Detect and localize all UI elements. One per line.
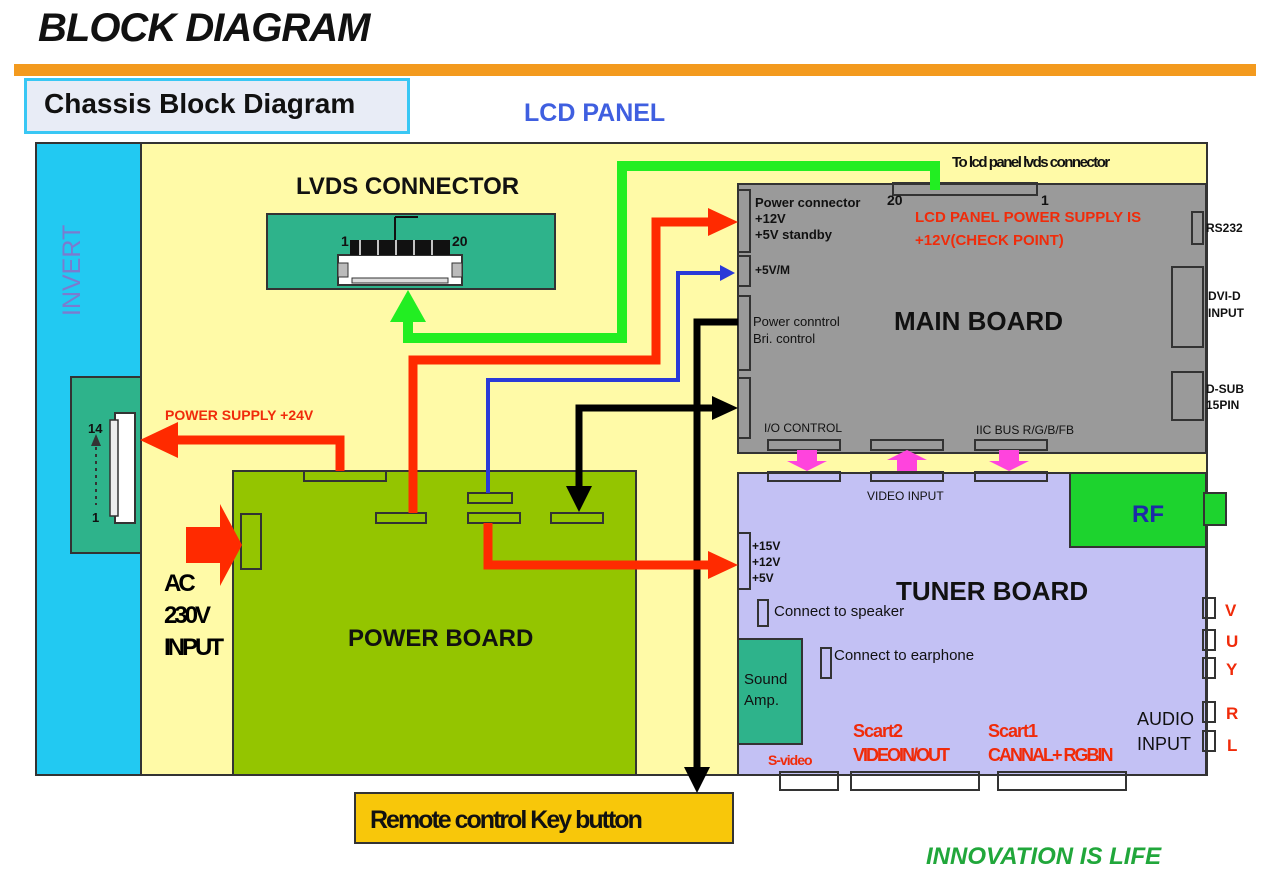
red-wire-24v bbox=[140, 422, 345, 471]
power-connector-label: Power connector bbox=[755, 195, 861, 210]
ac-input-line1: AC bbox=[164, 570, 196, 597]
tuner-15v-label: +15V bbox=[752, 539, 781, 553]
inverter-pin-1: 1 bbox=[92, 510, 100, 525]
side-r-label: R bbox=[1226, 704, 1239, 723]
main-board bbox=[737, 183, 1207, 454]
remote-key-box bbox=[354, 792, 734, 844]
main-pin-20: 20 bbox=[887, 192, 903, 208]
rs232-label: RS232 bbox=[1206, 221, 1243, 235]
lvds-connector-label: LVDS CONNECTOR bbox=[296, 173, 520, 200]
dvi-label-1: DVI-D bbox=[1208, 289, 1241, 303]
rf-module bbox=[1069, 472, 1207, 548]
page-title: BLOCK DIAGRAM bbox=[38, 6, 370, 50]
power-board-slots bbox=[240, 470, 604, 570]
side-l-label: L bbox=[1227, 736, 1238, 755]
sound-amp-label-1: Sound bbox=[744, 671, 788, 688]
scart1-label: Scart1 bbox=[988, 721, 1038, 741]
lvds-cable-note: To lcd panel lvds connector bbox=[952, 154, 1110, 171]
lvds-green-wire bbox=[390, 161, 940, 343]
tuner-12v-label: +12V bbox=[752, 555, 781, 569]
ac-input-line3: INPUT bbox=[164, 634, 224, 661]
lcd-supply-note-2: +12V(CHECK POINT) bbox=[915, 232, 1064, 249]
rf-label: RF bbox=[1132, 501, 1164, 528]
remote-key-label: Remote control Key button bbox=[370, 806, 643, 834]
main-5v-standby-label: +5V standby bbox=[755, 227, 832, 242]
dsub-label-2: 15PIN bbox=[1206, 398, 1240, 412]
ac-input-arrow bbox=[186, 504, 242, 586]
inverter-connector-pins bbox=[91, 412, 136, 524]
io-control-label: I/O CONTROL bbox=[764, 421, 843, 435]
video-input-label: VIDEO INPUT bbox=[867, 489, 944, 503]
scart2-desc: VIDEOIN/OUT bbox=[853, 745, 950, 765]
dvi-label-2: INPUT bbox=[1208, 306, 1244, 320]
main-5vm-label: +5V/M bbox=[755, 263, 791, 277]
side-v-label: V bbox=[1225, 601, 1237, 620]
sound-amp-label-2: Amp. bbox=[744, 692, 780, 709]
earphone-label: Connect to earphone bbox=[834, 647, 975, 664]
rf-connector bbox=[1203, 492, 1227, 526]
svideo-label: S-video bbox=[768, 752, 813, 768]
tuner-5v-label: +5V bbox=[752, 571, 774, 585]
side-u-label: U bbox=[1226, 632, 1239, 651]
lvds-connector-detail bbox=[337, 216, 463, 286]
power-control-label: Power conntrol bbox=[753, 314, 840, 329]
footer-slogan: INNOVATION IS LIFE bbox=[926, 843, 1162, 870]
black-wire-to-power bbox=[566, 396, 738, 512]
lcd-panel-label: LCD PANEL bbox=[524, 99, 666, 127]
bri-control-label: Bri. control bbox=[753, 331, 816, 346]
scart1-desc: CANNAL+ RGBIN bbox=[988, 745, 1114, 765]
scart2-label: Scart2 bbox=[853, 721, 903, 741]
red-wire-tuner bbox=[483, 523, 738, 579]
iic-bus-label: IIC BUS R/G/B/FB bbox=[976, 423, 1075, 437]
lvds-pin-20: 20 bbox=[452, 233, 468, 249]
audio-input-label-1: AUDIO bbox=[1137, 709, 1195, 729]
power-supply-24v-label: POWER SUPPLY +24V bbox=[165, 407, 314, 423]
speaker-label: Connect to speaker bbox=[774, 603, 905, 620]
ac-input-line2: 230V bbox=[164, 602, 211, 629]
main-pin-1: 1 bbox=[1041, 192, 1049, 208]
header-rule bbox=[14, 64, 1256, 76]
main-board-slots bbox=[737, 182, 1204, 451]
main-board-label: MAIN BOARD bbox=[894, 306, 1063, 336]
lvds-pin-1: 1 bbox=[341, 233, 349, 249]
dsub-label-1: D-SUB bbox=[1206, 382, 1244, 396]
black-wire-control bbox=[684, 318, 738, 793]
tuner-board-slots bbox=[737, 471, 1216, 791]
blue-wire-5vm bbox=[486, 265, 735, 493]
subtitle: Chassis Block Diagram bbox=[44, 88, 356, 119]
main-12v-label: +12V bbox=[755, 211, 786, 226]
sound-amp-box bbox=[737, 638, 803, 745]
audio-input-label-2: INPUT bbox=[1137, 734, 1191, 754]
power-board-label: POWER BOARD bbox=[348, 625, 534, 652]
pink-signal-arrows bbox=[787, 450, 1029, 471]
inverter-pin-14: 14 bbox=[88, 421, 103, 436]
side-y-label: Y bbox=[1226, 660, 1238, 679]
red-wire-12v-main bbox=[408, 208, 738, 513]
tuner-board-label: TUNER BOARD bbox=[896, 576, 1089, 606]
subtitle-box bbox=[24, 78, 410, 134]
lcd-supply-note-1: LCD PANEL POWER SUPPLY IS bbox=[915, 209, 1142, 226]
